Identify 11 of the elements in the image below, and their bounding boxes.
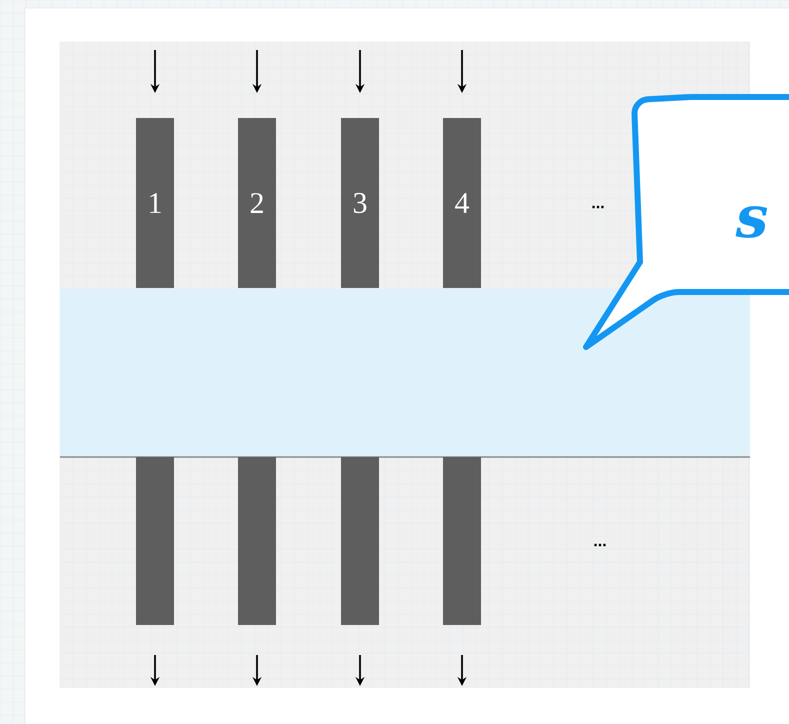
ellipsis: ... — [592, 206, 604, 208]
numbered-bar: 1 — [136, 118, 174, 288]
band — [60, 289, 750, 457]
ellipsis: ... — [594, 544, 606, 546]
bar — [443, 457, 481, 625]
numbered-bar: 3 — [341, 118, 379, 288]
bar — [238, 457, 276, 625]
numbered-bar: 2 — [238, 118, 276, 288]
bar — [136, 457, 174, 625]
bar — [341, 457, 379, 625]
numbered-bar: 4 — [443, 118, 481, 288]
